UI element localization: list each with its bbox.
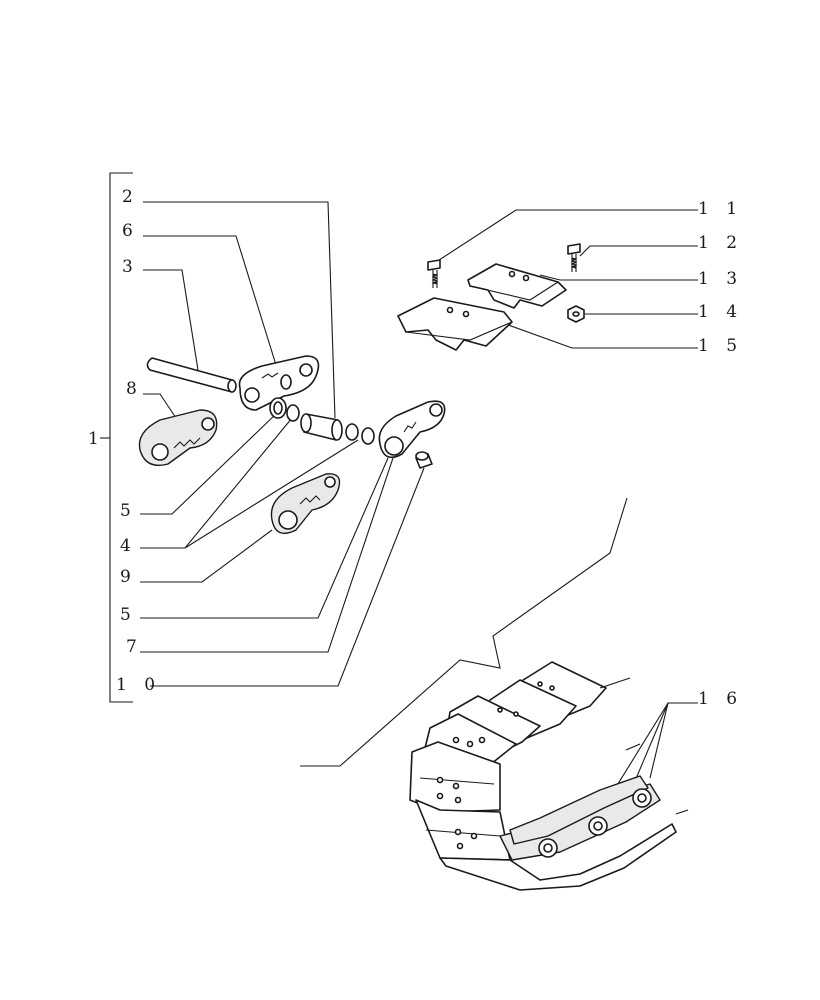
callout-7: 7	[126, 637, 143, 657]
track-assembly-16	[409, 661, 689, 891]
link-6	[238, 355, 320, 411]
seal-ring-4a	[286, 404, 300, 422]
track-pin-3	[146, 357, 237, 393]
link-9	[270, 473, 341, 534]
callout-13: 1 3	[698, 269, 743, 289]
callout-2: 2	[122, 187, 139, 207]
callout-15: 1 5	[698, 336, 743, 356]
link-7	[378, 400, 446, 459]
assembly-bracket	[100, 172, 133, 703]
callout-6: 6	[122, 221, 139, 241]
seal-5-upper	[269, 397, 287, 419]
callout-5-upper: 5	[120, 501, 137, 521]
callout-9: 9	[120, 567, 137, 587]
bushing-2	[300, 413, 343, 441]
callout-14: 1 4	[698, 302, 743, 322]
shoe-plate-15	[397, 297, 513, 351]
nut-14	[567, 305, 585, 323]
callout-10: 1 0	[116, 675, 161, 695]
callout-8: 8	[126, 379, 143, 399]
callout-11: 1 1	[698, 199, 743, 219]
callout-5-lower: 5	[120, 605, 137, 625]
callout-16: 1 6	[698, 689, 743, 709]
callout-3: 3	[122, 257, 139, 277]
bolt-11	[427, 259, 441, 288]
callout-4: 4	[120, 536, 137, 556]
callout-labels: 1 2 6 3 8 5 4 9 5 7 1 0 1 1 1 2 1 3 1 4 …	[88, 187, 743, 709]
leader-lines	[140, 201, 698, 801]
callout-12: 1 2	[698, 233, 743, 253]
dowel-10	[415, 451, 433, 469]
bolt-12	[567, 243, 581, 272]
link-8	[138, 409, 218, 467]
shoe-plate-13	[467, 263, 567, 309]
seal-ring-4b	[345, 423, 375, 445]
callout-1: 1	[88, 429, 105, 449]
